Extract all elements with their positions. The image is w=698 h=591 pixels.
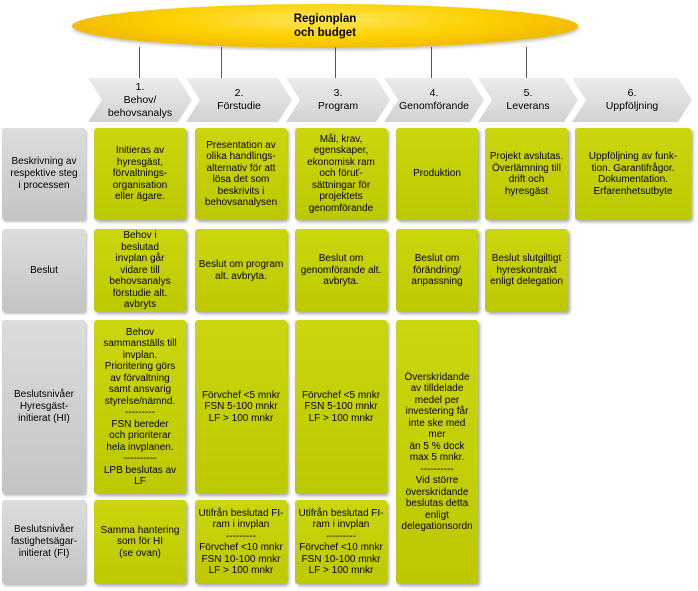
cell-beslut-step3: Beslut om genomförande alt. avbryta. [295, 229, 387, 312]
regionplan-ellipse: Regionplan och budget [72, 4, 578, 48]
step-arrow-6: 6. Uppföljning [572, 78, 692, 122]
cell-fi-step3: Utifrån beslutad FI- ram i invplan -----… [295, 500, 387, 584]
step-label: Program [317, 100, 359, 112]
cell-beslut-step4: Beslut om förändring/ anpassning [396, 229, 478, 312]
cell-description-step3: Mål, krav, egenskaper, ekonomisk ram och… [295, 128, 387, 220]
row-header-label: Beslut [30, 264, 58, 276]
cell-description-step1: Initieras av hyresgäst, förvaltnings- or… [94, 128, 186, 220]
step-number: 2. [234, 87, 244, 99]
connector-line [139, 47, 140, 82]
cell-description-step4: Produktion [396, 128, 478, 220]
row-header-beslut: Beslut [2, 229, 86, 312]
step-label: Leverans [506, 100, 550, 112]
step-number: 4. [429, 87, 439, 99]
cell-fi-step2: Utifrån beslutad FI- ram i invplan -----… [195, 500, 287, 584]
row-header-label: Beslutsnivåer Hyresgäst- initierat (HI) [13, 389, 75, 424]
step-label: Förstudie [217, 100, 261, 112]
regionplan-title: Regionplan och budget [293, 13, 357, 39]
cell-hi-step3: Förvchef <5 mnkr FSN 5-100 mnkr LF > 100… [295, 320, 387, 494]
step-arrow-2: 2. Förstudie [186, 78, 292, 122]
connector-line [526, 47, 527, 82]
cell-hi-step1: Behov sammanställs till invplan. Priorit… [94, 320, 186, 494]
row-header-description: Beskrivning av respektive steg i process… [2, 128, 86, 220]
step-arrow-4: 4. Genomförande [384, 78, 484, 122]
row-header-label: Beslutsnivåer fastighetsägar- initierat … [10, 524, 78, 559]
row-header-fi: Beslutsnivåer fastighetsägar- initierat … [2, 500, 86, 584]
cell-description-step2: Presentation av olika handlings- alterna… [195, 128, 287, 220]
step-arrow-5: 5. Leverans [478, 78, 578, 122]
cell-description-step6: Uppföljning av funk- tion. Garantifrågor… [575, 128, 691, 220]
step-number: 6. [627, 87, 637, 99]
connector-line [335, 47, 336, 82]
cell-description-step5: Projekt avslutas. Överlämning till drift… [485, 128, 568, 220]
connector-line [221, 47, 222, 82]
step-number: 1. [135, 80, 145, 93]
step-label: Genomförande [398, 100, 470, 112]
step-arrow-3: 3. Program [286, 78, 390, 122]
step-label: Uppföljning [605, 100, 659, 112]
cell-fi-step1: Samma hantering som för HI (se ovan) [94, 500, 186, 584]
step-number: 3. [333, 87, 343, 99]
step-arrow-1: 1. Behov/ behovsanalys [88, 78, 192, 122]
cell-beslut-step1: Behov i beslutad invplan går vidare till… [94, 229, 186, 312]
cell-beslut-step5: Beslut slutgiltigt hyreskontrakt enligt … [485, 229, 568, 312]
step-label: Behov/ behovsanalys [107, 93, 173, 119]
cell-hi-fi-step4: Överskridande av tilldelade medel per in… [396, 320, 478, 584]
cell-beslut-step2: Beslut om program alt. avbryta. [195, 229, 287, 312]
row-header-label: Beskrivning av respektive steg i process… [10, 156, 78, 191]
row-header-hi: Beslutsnivåer Hyresgäst- initierat (HI) [2, 320, 86, 494]
cell-hi-step2: Förvchef <5 mnkr FSN 5-100 mnkr LF > 100… [195, 320, 287, 494]
step-number: 5. [523, 87, 533, 99]
connector-line [431, 47, 432, 82]
